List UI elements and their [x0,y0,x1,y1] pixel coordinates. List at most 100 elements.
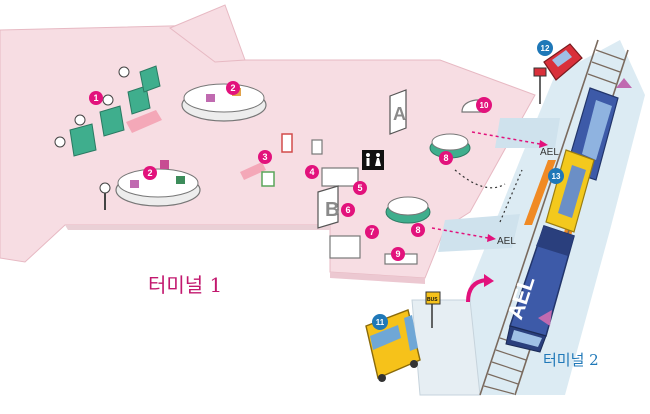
marker-13: 13 [548,168,564,184]
svg-text:8: 8 [415,225,420,235]
suitcase [206,94,215,102]
person [118,66,130,78]
service-desk [321,167,359,187]
marker-10: 10 [476,97,492,113]
ael-arrow-upper-head [539,140,548,148]
train-rear-windows [582,100,612,160]
aisle-mark-left [126,110,162,133]
train-front-roof [536,226,574,256]
taxi [533,43,583,104]
round-checkin-top [387,196,429,216]
svg-text:11: 11 [376,318,385,327]
person [102,94,114,106]
marker-8-lower: 8 [411,223,425,237]
marker-4: 4 [305,165,319,179]
terminal2-label: 터미널 2 [543,351,599,369]
marker-2-lower: 2 [143,166,157,180]
markers: 1 2 2 3 4 5 6 7 8 8 9 10 11 12 13 [89,40,564,330]
counter-row-2 [99,105,125,137]
ael-arrow-lower-head [487,234,496,242]
ael-train: AEL [502,87,619,353]
taxi-stand-sign [533,67,547,77]
transfer-curve-arrow [466,278,487,303]
marker-11: 11 [372,314,388,330]
bus-front-window [370,325,401,350]
entry-arrow-right [538,310,552,326]
train-middle-windows [558,165,586,218]
kiosk [281,133,293,153]
carousel-lower [115,160,201,207]
hall-a-sign [389,89,407,135]
marker-1: 1 [89,91,103,105]
svg-text:13: 13 [552,172,561,181]
counter-row-3 [127,85,151,115]
flow-curve-dotted [454,169,506,189]
marker-3: 3 [258,150,272,164]
marker-9: 9 [391,247,405,261]
marker-8-upper: 8 [439,151,453,165]
carousel-upper [181,83,267,122]
aisle-mark-center [240,162,266,180]
person [54,136,66,148]
bus-wheel [410,360,418,368]
round-checkin-lower [385,196,431,224]
svg-text:8: 8 [443,153,448,163]
marker-12: 12 [537,40,553,56]
marker-2-upper: 2 [226,81,240,95]
walkway-lower [438,214,520,252]
svg-text:10: 10 [480,101,489,110]
kiosk [311,139,323,155]
carousel-upper-top [183,83,265,113]
round-checkin-upper [429,133,471,159]
floor-left-wall [65,225,330,230]
platform-strip-upper [524,160,556,225]
marker-7: 7 [365,225,379,239]
walkway-upper [495,118,560,148]
svg-text:3: 3 [262,152,267,162]
entry-arrow-top [616,78,632,88]
terminal1-label: 터미널 1 [148,273,222,297]
suitcase [130,180,139,188]
marker-6: 6 [341,203,355,217]
svg-text:2: 2 [147,168,152,178]
person [99,182,111,194]
ael-label-upper: AEL [540,147,559,158]
taxi-window [552,50,572,67]
svg-text:4: 4 [309,167,314,177]
hall-b-sign [317,185,339,229]
bus-wheel [378,374,386,382]
kiosk [261,171,275,187]
checkin-counters [54,65,161,210]
hall-b-letter: B [325,199,339,221]
info-desk [329,235,361,259]
round-checkin-top [431,133,469,151]
marker-5: 5 [353,181,367,195]
train-windshield [511,330,542,347]
svg-text:7: 7 [369,227,374,237]
road-area [411,299,481,396]
svg-text:12: 12 [541,44,550,53]
svg-text:1: 1 [93,93,98,103]
svg-text:9: 9 [395,249,400,259]
svg-text:2: 2 [230,83,235,93]
bus-stop-sign [425,291,441,305]
person [74,114,86,126]
restroom-icon [366,153,381,166]
svg-text:5: 5 [357,183,362,193]
hall-a-letter: A [393,104,406,124]
ael-label-lower: AEL [497,236,516,247]
suitcase [160,160,169,169]
suitcase [176,176,185,184]
counter-row-1 [69,123,97,157]
bus-stop-label: BUS [427,297,438,303]
ael-flow: AEL AEL [431,78,632,326]
floor-front-edge [330,272,425,284]
restroom-sign [362,150,384,170]
counter-row-4 [139,65,161,93]
bus-side-windows [404,315,418,351]
transfer-curve-head [484,274,494,287]
floor-upper-corridor [169,4,246,63]
svg-text:6: 6 [345,205,350,215]
